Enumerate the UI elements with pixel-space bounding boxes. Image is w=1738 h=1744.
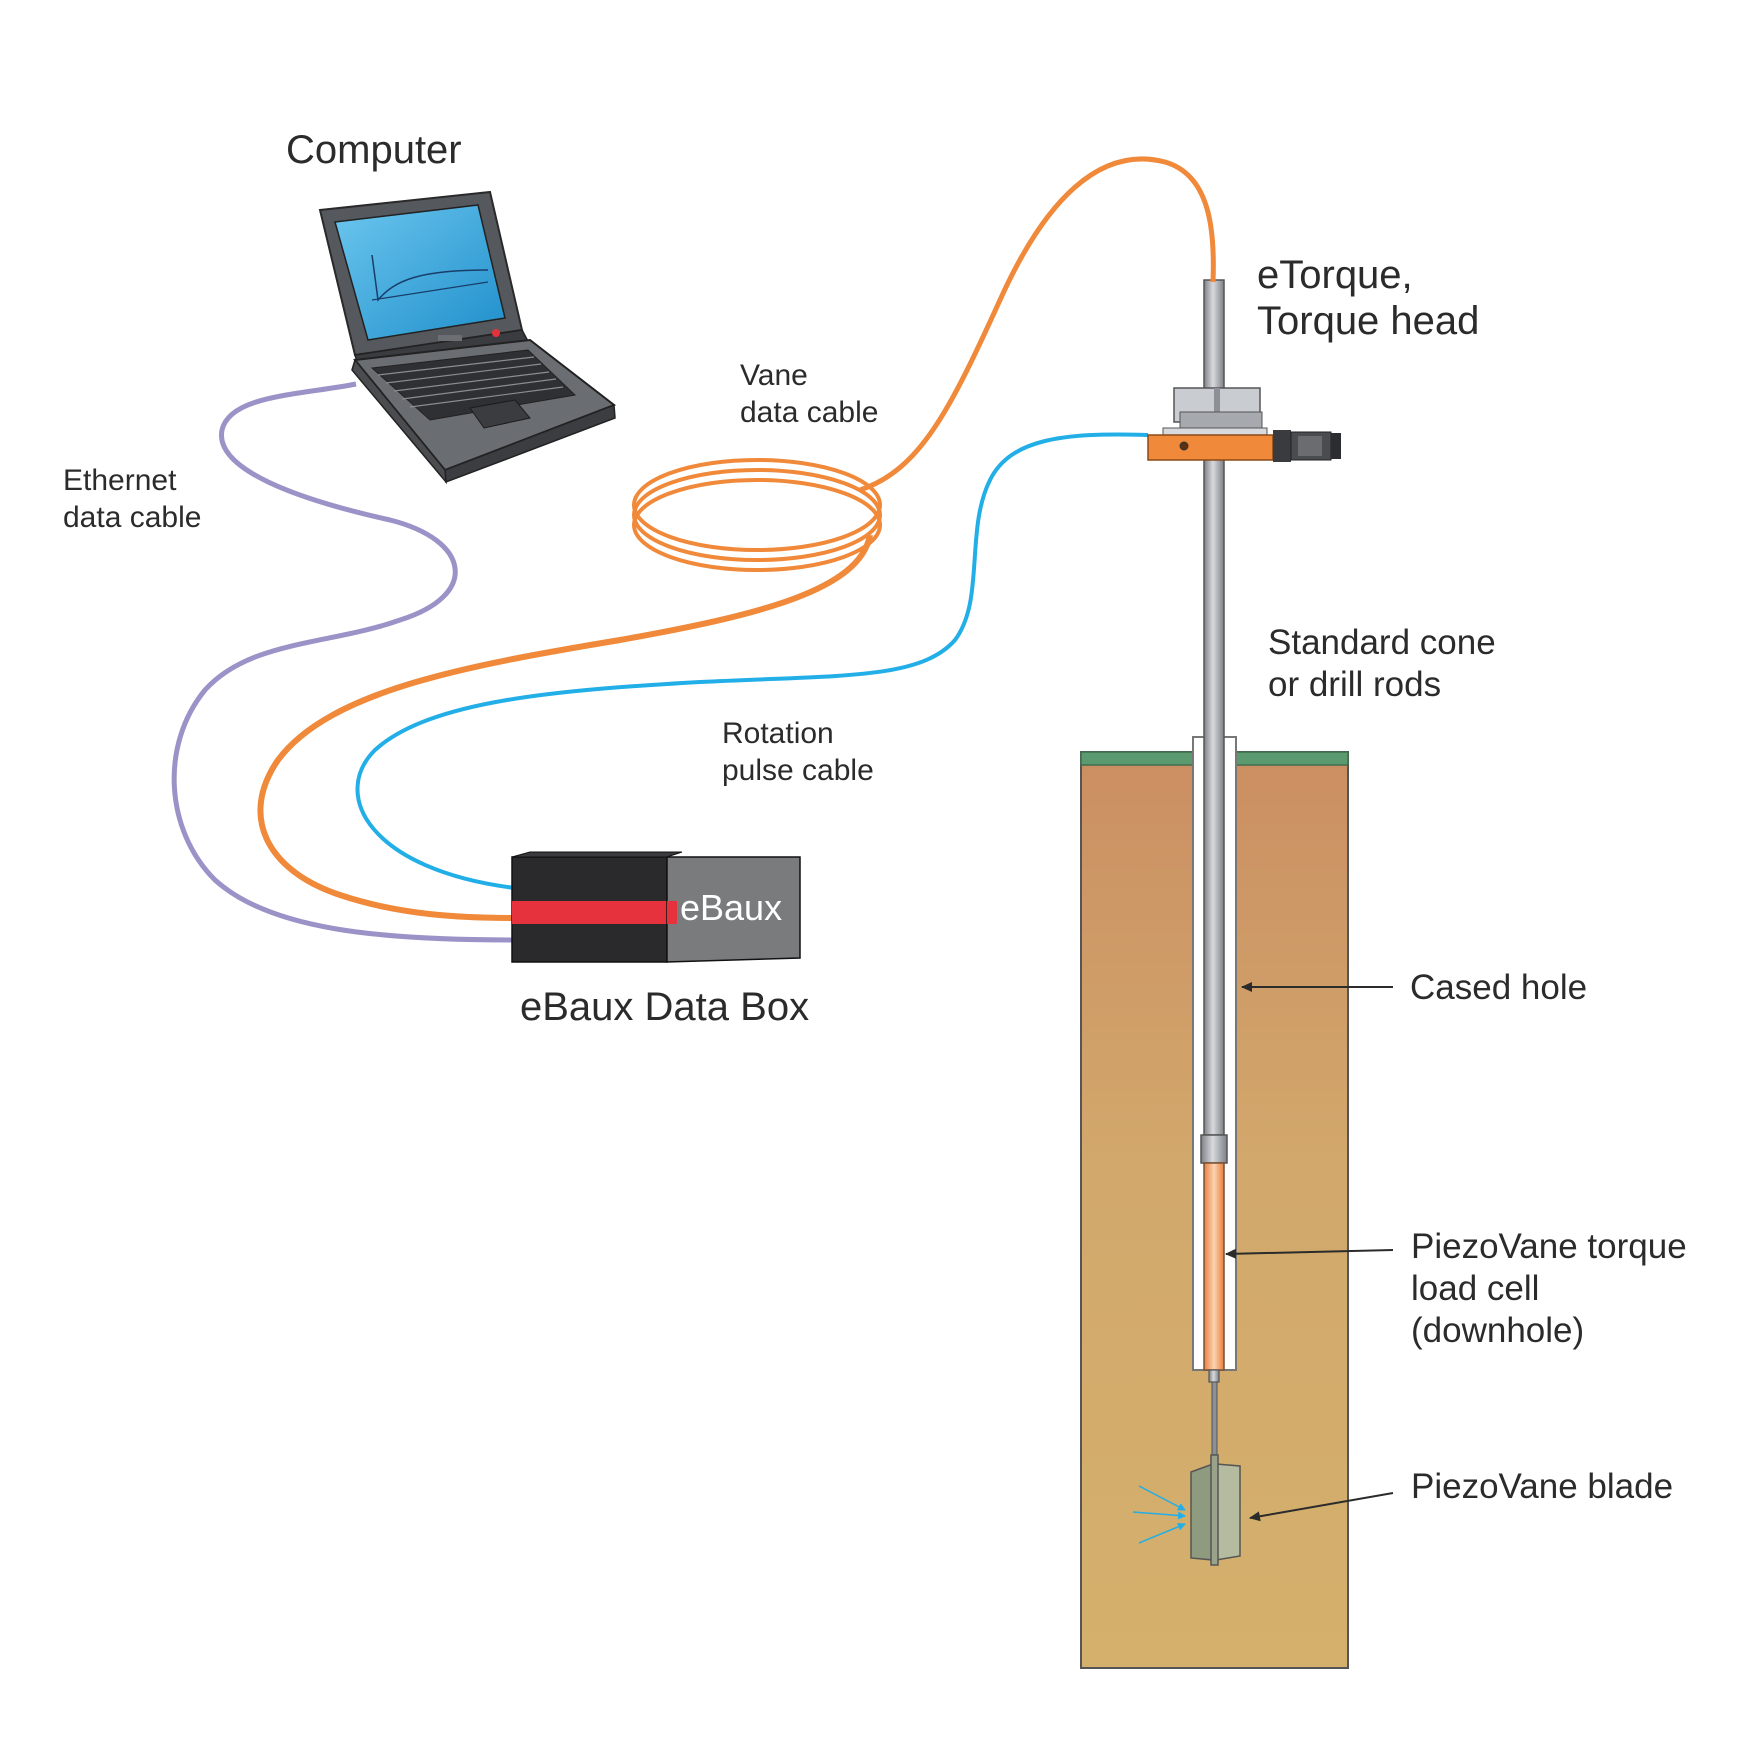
label-ethernet-line2: data cable — [63, 501, 201, 534]
label-rods-line2: or drill rods — [1268, 665, 1441, 704]
load-cell — [1203, 1162, 1225, 1371]
label-cased-hole: Cased hole — [1410, 968, 1587, 1007]
vane-shaft — [1211, 1381, 1218, 1465]
label-ebaux-box: eBaux — [680, 887, 782, 928]
blade-arrow — [1249, 1492, 1394, 1522]
label-ethernet-line1: Ethernet — [63, 464, 177, 497]
label-rotation-line2: pulse cable — [722, 754, 874, 787]
vane-data-cable-lower — [257, 534, 873, 921]
label-etorque-line2: Torque head — [1257, 299, 1479, 343]
load-cell-arrow — [1225, 1248, 1394, 1259]
rod-coupling — [1200, 1134, 1228, 1164]
cable-coil-icon — [632, 458, 882, 572]
label-loadcell-line1: PiezoVane torque — [1411, 1227, 1687, 1266]
rotation-pulse-cable — [355, 432, 1149, 890]
label-ebaux-caption: eBaux Data Box — [520, 985, 809, 1029]
label-blade: PiezoVane blade — [1411, 1467, 1673, 1506]
label-rods-line1: Standard cone — [1268, 623, 1496, 662]
label-loadcell-line3: (downhole) — [1411, 1311, 1584, 1350]
data-box-icon — [511, 851, 801, 963]
label-etorque-line1: eTorque, — [1257, 253, 1413, 297]
label-loadcell-line2: load cell — [1411, 1269, 1539, 1308]
torque-head-icon — [1147, 387, 1341, 462]
label-rotation-line1: Rotation — [722, 717, 834, 750]
vane-data-cable — [859, 156, 1216, 493]
ethernet-cable — [171, 381, 516, 943]
laptop-icon — [318, 190, 617, 485]
vane-blade-icon — [1132, 1454, 1241, 1566]
label-vane-line1: Vane — [740, 359, 808, 392]
rod-tip — [1208, 1369, 1220, 1383]
label-vane-line2: data cable — [740, 396, 878, 429]
label-computer: Computer — [286, 128, 462, 172]
drill-rod — [1200, 279, 1228, 1465]
